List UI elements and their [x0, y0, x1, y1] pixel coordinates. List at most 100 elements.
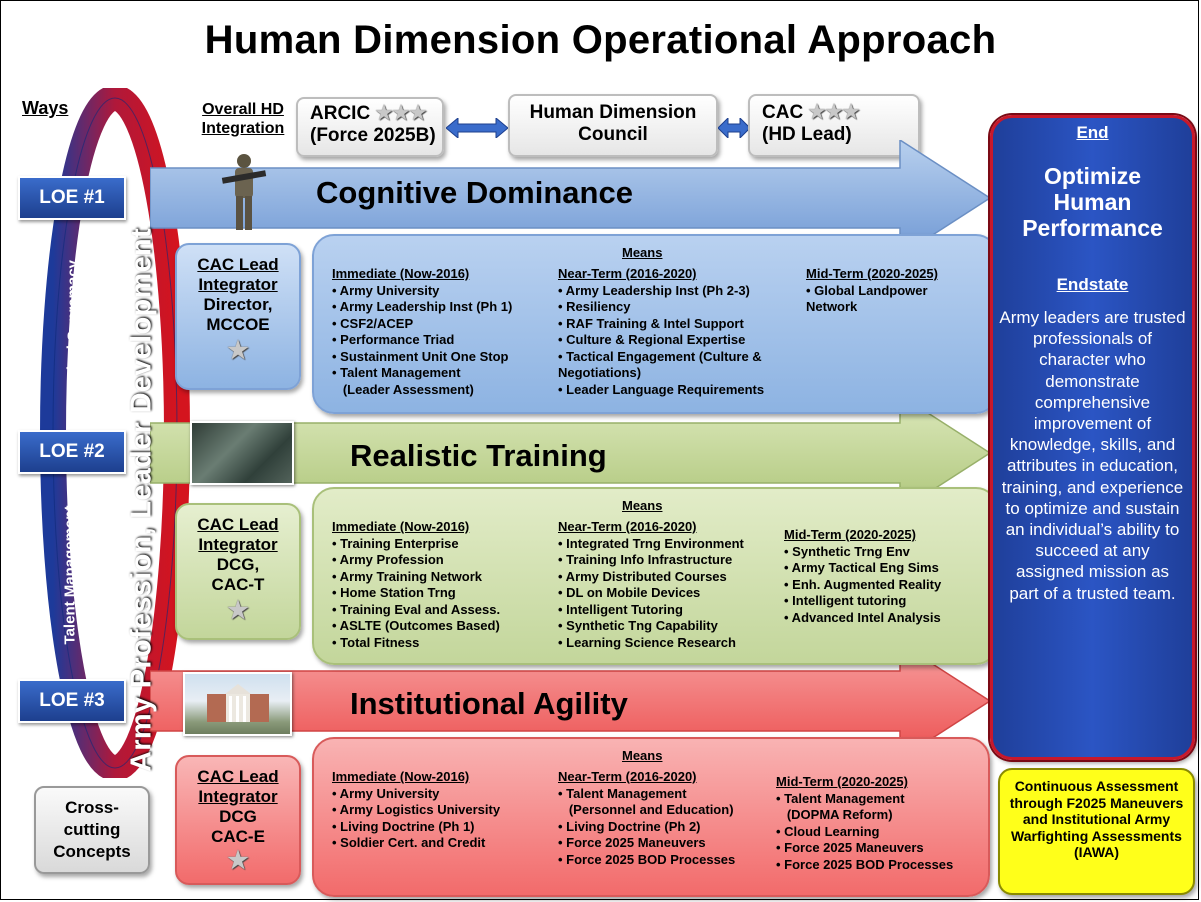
- list-item: • Total Fitness: [332, 634, 420, 650]
- list-item: (Personnel and Education): [558, 802, 734, 817]
- talent-management-label: Talent Management: [61, 505, 79, 645]
- list-item: • Home Station Trng: [332, 585, 456, 600]
- star-icon: ★★★: [375, 103, 427, 124]
- arcic-label: ARCIC: [310, 103, 371, 124]
- column-heading: Near-Term (2016-2020): [558, 519, 697, 534]
- double-arrow-right-icon: [717, 116, 751, 140]
- loe2-integrator-box: CAC Lead Integrator DCG, CAC-T ★: [175, 503, 301, 640]
- list-item: • Tactical Engagement (Culture &: [558, 348, 762, 364]
- cac-box: CAC ★★★ (HD Lead): [748, 94, 920, 157]
- list-item: • Force 2025 Maneuvers: [776, 840, 924, 855]
- list-item: • Training Info Infrastructure: [558, 552, 733, 567]
- loe3-integrator-line2: Integrator: [198, 787, 278, 806]
- loe2-label: LOE #2: [18, 430, 126, 474]
- list-item: • Living Doctrine (Ph 2): [558, 818, 701, 834]
- loe2-integrator-line1: CAC Lead: [197, 515, 279, 534]
- loe2-col-immediate: Immediate (Now-2016) • Training Enterpri…: [332, 519, 500, 651]
- loe1-col-mid-term: Mid-Term (2020-2025) • Global Landpower …: [806, 266, 938, 316]
- list-item: • Army University: [332, 785, 440, 801]
- list-item: • Army Leadership Inst (Ph 2-3): [558, 282, 750, 298]
- arcic-box: ARCIC ★★★ (Force 2025B): [296, 97, 444, 157]
- list-item: • Talent Management: [776, 790, 905, 806]
- arcic-sub: (Force 2025B): [310, 125, 436, 146]
- overall-hd-integration-label: Overall HD Integration: [201, 101, 285, 137]
- star-icon: ★: [227, 847, 249, 874]
- column-heading: Immediate (Now-2016): [332, 519, 470, 534]
- loe2-means-title: Means: [622, 498, 663, 513]
- list-item: • Intelligent Tutoring: [558, 601, 683, 617]
- loe1-integrator-line4: MCCOE: [206, 315, 270, 334]
- list-item: • Resiliency: [558, 299, 631, 314]
- list-item: • Leader Language Requirements: [558, 381, 765, 397]
- list-item: Network: [806, 299, 858, 314]
- loe1-col-near-term: Near-Term (2016-2020) • Army Leadership …: [558, 266, 764, 398]
- loe2-col-mid-term: Mid-Term (2020-2025) • Synthetic Trng En…: [784, 527, 941, 626]
- loe1-integrator-line3: Director,: [203, 295, 273, 314]
- list-item: • Performance Triad: [332, 332, 455, 347]
- list-item: • ASLTE (Outcomes Based): [332, 618, 500, 633]
- end-objective: Optimize Human Performance: [1022, 163, 1163, 241]
- list-item: • Army Training Network: [332, 568, 482, 584]
- list-item: • Force 2025 BOD Processes: [558, 851, 736, 867]
- column-heading: Mid-Term (2020-2025): [776, 774, 908, 789]
- loe3-means-box: Means Immediate (Now-2016) • Army Univer…: [312, 737, 990, 897]
- loe3-col-mid-term: Mid-Term (2020-2025) • Talent Management…: [776, 774, 953, 873]
- loe3-integrator-box: CAC Lead Integrator DCG CAC-E ★: [175, 755, 301, 885]
- assessment-text: Continuous Assessment through F2025 Mane…: [1009, 778, 1184, 860]
- list-item: • Synthetic Trng Env: [784, 543, 910, 559]
- loe1-integrator-line2: Integrator: [198, 275, 278, 294]
- loe3-col-near-term: Near-Term (2016-2020) • Talent Managemen…: [558, 769, 735, 868]
- list-item: • Culture & Regional Expertise: [558, 332, 746, 347]
- cross-cutting-label: Cross-cutting Concepts: [53, 798, 131, 861]
- column-heading: Near-Term (2016-2020): [558, 769, 697, 784]
- list-item: • Cloud Learning: [776, 823, 880, 839]
- loe3-integrator-line3: DCG: [219, 807, 257, 826]
- list-item: • Talent Management: [332, 365, 461, 380]
- loe1-means-box: Means Immediate (Now-2016) • Army Univer…: [312, 234, 998, 414]
- list-item: • CSF2/ACEP: [332, 315, 414, 331]
- loe2-col-near-term: Near-Term (2016-2020) • Integrated Trng …: [558, 519, 744, 651]
- list-item: (DOPMA Reform): [776, 807, 893, 822]
- list-item: • Integrated Trng Environment: [558, 535, 744, 551]
- council-line2: Council: [578, 124, 648, 145]
- list-item: • Army Profession: [332, 552, 444, 567]
- list-item: • Soldier Cert. and Credit: [332, 835, 486, 850]
- column-heading: Mid-Term (2020-2025): [806, 266, 938, 281]
- loe3-col-immediate: Immediate (Now-2016) • Army University •…: [332, 769, 500, 852]
- list-item: • Training Enterprise: [332, 535, 459, 551]
- list-item: • Army Distributed Courses: [558, 568, 727, 584]
- list-item: • Synthetic Tng Capability: [558, 618, 718, 633]
- loe1-means-title: Means: [622, 245, 663, 260]
- end-heading: End: [1076, 123, 1109, 142]
- cac-sub: (HD Lead): [762, 124, 852, 145]
- list-item: • Army Logistics University: [332, 802, 501, 817]
- hd-council-box: Human Dimension Council: [508, 94, 718, 157]
- loe3-integrator-line4: CAC-E: [211, 827, 265, 846]
- list-item: • Army Tactical Eng Sims: [784, 560, 939, 575]
- list-item: (Leader Assessment): [332, 381, 474, 397]
- endstate-heading: Endstate: [1056, 275, 1129, 294]
- star-icon: ★★★: [808, 102, 860, 123]
- soldier-image: [218, 152, 270, 232]
- physical-supremacy-label: Physical Supremacy: [64, 260, 82, 406]
- list-item: • Advanced Intel Analysis: [784, 609, 941, 625]
- list-item: Negotiations): [558, 365, 642, 380]
- list-item: • Training Eval and Assess.: [332, 601, 501, 617]
- loe2-integrator-line2: Integrator: [198, 535, 278, 554]
- loe2-arrow-title: Realistic Training: [350, 438, 607, 473]
- list-item: • Learning Science Research: [558, 634, 736, 650]
- cognitive-dominance-arrow: [150, 140, 992, 258]
- loe2-means-box: Means Immediate (Now-2016) • Training En…: [312, 487, 998, 665]
- list-item: • Talent Management: [558, 785, 687, 801]
- list-item: • Force 2025 Maneuvers: [558, 835, 706, 850]
- list-item: • Living Doctrine (Ph 1): [332, 818, 475, 834]
- list-item: • Intelligent tutoring: [784, 593, 907, 608]
- list-item: • RAF Training & Intel Support: [558, 315, 744, 331]
- cac-label: CAC: [762, 102, 804, 123]
- column-heading: Immediate (Now-2016): [332, 769, 470, 784]
- list-item: • Force 2025 BOD Processes: [776, 856, 954, 872]
- loe3-arrow-title: Institutional Agility: [350, 686, 628, 721]
- list-item: • Global Landpower: [806, 282, 928, 298]
- star-icon: ★: [227, 597, 249, 624]
